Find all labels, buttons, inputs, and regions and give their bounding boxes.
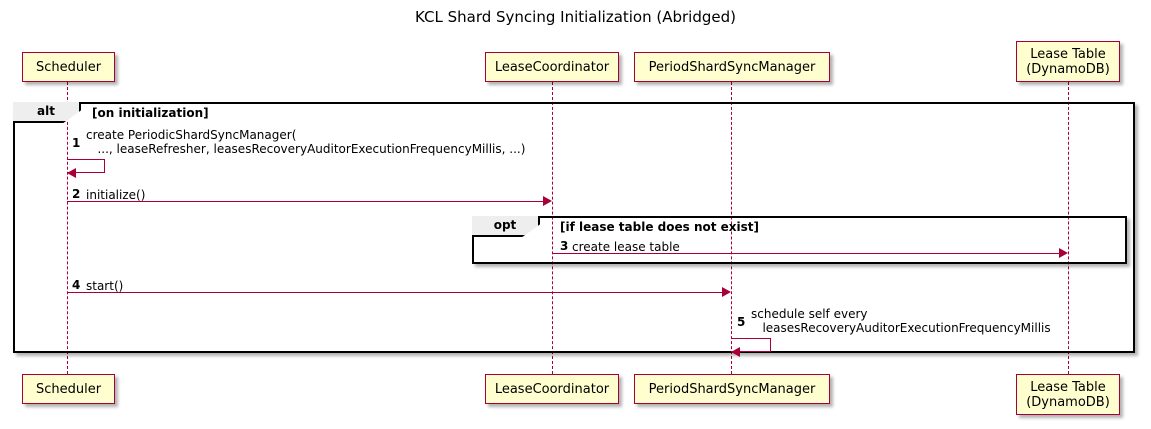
alt-fragment [13, 102, 1135, 353]
opt-fragment-guard: [if lease table does not exist] [560, 220, 760, 234]
alt-fragment-guard: [on initialization] [92, 106, 209, 120]
participant-scheduler-bottom[interactable]: Scheduler [22, 374, 115, 404]
message-4-line [67, 292, 722, 293]
lifeline-leasetable [1068, 82, 1069, 374]
lifeline-periodshardsyncmanager [731, 82, 732, 374]
message-1-label-line1: create PeriodicShardSyncManager( [86, 128, 297, 142]
participant-scheduler-top-label: Scheduler [35, 59, 102, 75]
message-4-number: 4 [72, 278, 81, 292]
message-2-arrowhead [543, 196, 552, 206]
participant-scheduler-top[interactable]: Scheduler [22, 52, 115, 82]
participant-leasetable-top[interactable]: Lease Table (DynamoDB) [1016, 41, 1120, 82]
message-5-number: 5 [737, 315, 746, 329]
message-5-self-loop [731, 338, 771, 352]
participant-leasecoordinator-bottom[interactable]: LeaseCoordinator [485, 374, 619, 404]
diagram-title: KCL Shard Syncing Initialization (Abridg… [415, 8, 736, 26]
message-4-arrowhead [722, 287, 731, 297]
participant-leasetable-bottom-label-line1: Lease Table [1030, 379, 1106, 395]
participant-periodshardsyncmanager-bottom[interactable]: PeriodShardSyncManager [634, 374, 830, 404]
message-2-number: 2 [72, 187, 81, 201]
participant-leasetable-top-label-line2: (DynamoDB) [1026, 61, 1110, 77]
message-5-label-line2: leasesRecoveryAuditorExecutionFrequencyM… [751, 321, 1051, 335]
message-3-line [552, 253, 1059, 254]
lifeline-scheduler [67, 82, 68, 374]
opt-fragment [472, 216, 1127, 264]
message-2-label: initialize() [86, 188, 146, 202]
participant-leasetable-bottom[interactable]: Lease Table (DynamoDB) [1016, 374, 1120, 415]
message-5-arrowhead [731, 347, 740, 357]
message-1-number: 1 [72, 136, 81, 150]
message-3-number: 3 [560, 239, 569, 253]
participant-scheduler-bottom-label: Scheduler [35, 381, 102, 397]
lifeline-leasecoordinator [552, 82, 553, 374]
participant-periodshardsyncmanager-top[interactable]: PeriodShardSyncManager [634, 52, 830, 82]
message-5-label-line1: schedule self every [751, 307, 868, 321]
message-2-line [67, 201, 543, 202]
message-1-self-loop [67, 159, 105, 173]
message-1-arrowhead [67, 168, 76, 178]
participant-leasecoordinator-top[interactable]: LeaseCoordinator [485, 52, 619, 82]
participant-periodshardsyncmanager-top-label: PeriodShardSyncManager [648, 59, 816, 75]
participant-leasetable-top-label-line1: Lease Table [1030, 46, 1106, 62]
participant-leasetable-bottom-label-line2: (DynamoDB) [1026, 394, 1110, 410]
message-1-label-line2: ..., leaseRefresher, leasesRecoveryAudit… [86, 142, 526, 156]
message-3-arrowhead [1059, 248, 1068, 258]
message-3-label: create lease table [572, 240, 680, 254]
participant-periodshardsyncmanager-bottom-label: PeriodShardSyncManager [648, 381, 816, 397]
participant-leasecoordinator-top-label: LeaseCoordinator [494, 59, 610, 75]
message-4-label: start() [86, 279, 124, 293]
participant-leasecoordinator-bottom-label: LeaseCoordinator [494, 381, 610, 397]
